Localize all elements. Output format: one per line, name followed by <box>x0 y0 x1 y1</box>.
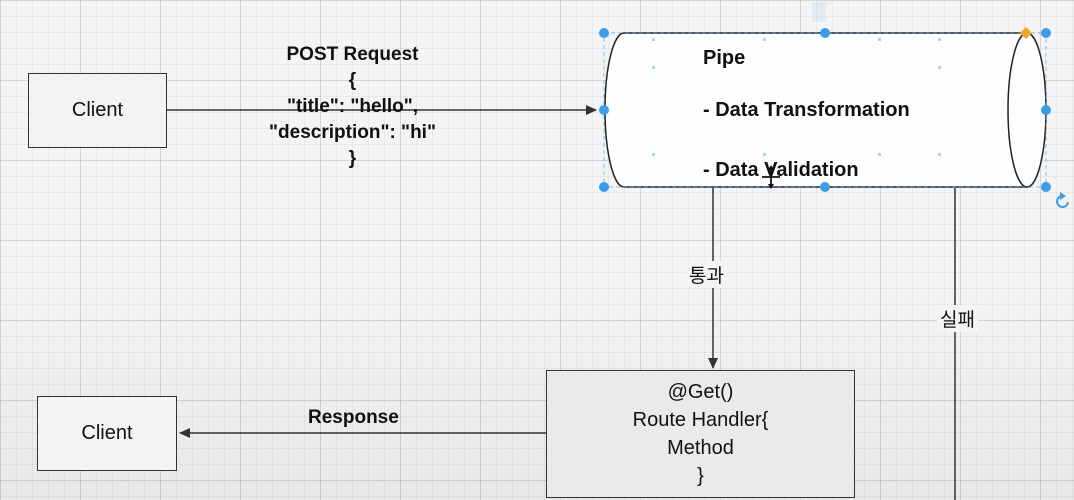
client-label: Client <box>71 99 124 121</box>
request-line: "title": "hello", <box>286 96 419 117</box>
pipe-text: Pipe - Data Transformation - Data Valida… <box>703 46 910 182</box>
rotate-icon[interactable] <box>1056 192 1069 208</box>
pipe-item-validation: - Data Validation <box>703 159 859 181</box>
handle-bottom-right <box>1041 182 1051 192</box>
request-label: POST Request { "title": "hello", "descri… <box>245 42 460 172</box>
pass-label: 통과 <box>686 261 727 288</box>
response-label: Response <box>308 407 399 428</box>
request-line: POST Request <box>286 44 419 65</box>
pipe-title: Pipe <box>703 47 746 69</box>
handle-middle-right <box>1041 105 1051 115</box>
shape-adjust-handle[interactable] <box>1020 27 1032 39</box>
client-node-top[interactable]: Client <box>28 73 167 148</box>
handle-bottom-left <box>599 182 609 192</box>
pipe-cylinder[interactable] <box>604 32 1047 188</box>
handler-line-close: } <box>697 465 704 487</box>
pipe-item-transformation: - Data Transformation <box>703 99 910 121</box>
selection-handles[interactable] <box>599 28 1051 192</box>
handler-line-decorator: @Get() <box>667 381 734 403</box>
handle-top-left <box>599 28 609 38</box>
handler-line-title: Route Handler{ <box>632 409 769 431</box>
request-line: { <box>348 70 357 91</box>
handle-top-right <box>1041 28 1051 38</box>
route-handler-node[interactable]: @Get() Route Handler{ Method } <box>546 370 855 498</box>
handle-top-center <box>820 28 830 38</box>
pipe-guide-dots <box>652 38 941 156</box>
client-label: Client <box>81 422 133 444</box>
handle-middle-left <box>599 105 609 115</box>
move-cursor-icon <box>762 165 780 189</box>
fail-label: 실패 <box>937 305 978 332</box>
request-line: } <box>348 148 357 169</box>
handler-line-method: Method <box>667 437 734 459</box>
request-line: "description": "hi" <box>269 122 436 143</box>
client-node-bottom[interactable]: Client <box>37 396 177 471</box>
handle-bottom-center <box>820 182 830 192</box>
